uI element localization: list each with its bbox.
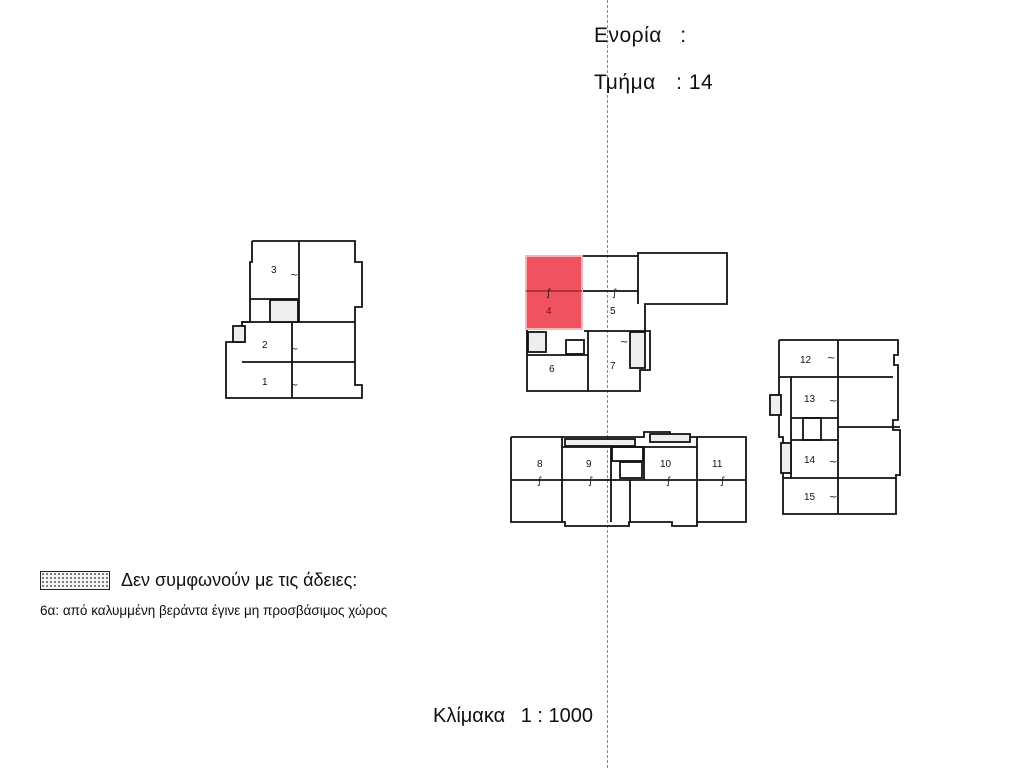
building-a [225,240,363,399]
svg-text:∫: ∫ [612,288,617,299]
svg-text:∫: ∫ [588,476,593,487]
svg-text:~: ~ [829,396,837,407]
unit-label-8[interactable]: 8 [537,459,543,470]
section-value: : 14 [676,71,714,94]
section-label: Τμήμα [594,71,656,94]
svg-text:∫: ∫ [546,288,551,299]
scale-row: Κλίμακα 1 : 1000 [433,705,593,728]
legend-hatch-swatch [40,571,110,590]
unit-label-7[interactable]: 7 [610,361,616,372]
unit-label-1[interactable]: 1 [262,377,268,388]
parish-label: Ενορία [594,24,662,47]
svg-text:~: ~ [829,492,837,503]
unit-label-5[interactable]: 5 [610,306,616,317]
unit-label-4[interactable]: 4 [546,306,552,317]
building-c [510,431,747,527]
unit-4-highlight[interactable] [525,255,583,330]
parish-row: Ενορία : [594,24,687,48]
unit-label-3[interactable]: 3 [271,265,277,276]
unit-label-12[interactable]: 12 [800,355,812,366]
svg-text:~: ~ [290,344,298,355]
door-symbols: ~ ~ ~ ∫ ∫ ~ ∫ ∫ ∫ ∫ ~ ~ ~ ~ [290,270,837,503]
legend-note: 6α: από καλυμμένη βεράντα έγινε μη προσβ… [40,603,388,618]
unit-label-9[interactable]: 9 [586,459,592,470]
svg-text:~: ~ [829,457,837,468]
parish-value: : [680,24,687,47]
unit-label-14[interactable]: 14 [804,455,816,466]
svg-text:~: ~ [290,270,298,281]
scale-value: 1 : 1000 [520,705,594,727]
svg-text:~: ~ [290,380,298,391]
building-d [769,339,901,515]
svg-text:~: ~ [620,337,628,348]
unit-labels: 1 2 3 4 5 6 7 8 9 10 11 12 13 14 15 [262,265,816,503]
unit-label-11[interactable]: 11 [712,459,723,470]
unit-label-2[interactable]: 2 [262,340,268,351]
unit-label-10[interactable]: 10 [660,459,672,470]
svg-text:∫: ∫ [537,476,542,487]
svg-text:∫: ∫ [720,476,725,487]
legend-title: Δεν συμφωνούν με τις άδειες: [121,570,358,590]
unit-label-15[interactable]: 15 [804,492,816,503]
svg-text:∫: ∫ [666,476,671,487]
unit-label-13[interactable]: 13 [804,394,816,405]
svg-text:~: ~ [827,353,835,364]
section-row: Τμήμα : 14 [594,71,713,95]
center-axis-line [607,0,608,768]
unit-label-6[interactable]: 6 [549,364,555,375]
scale-label: Κλίμακα [433,705,506,727]
